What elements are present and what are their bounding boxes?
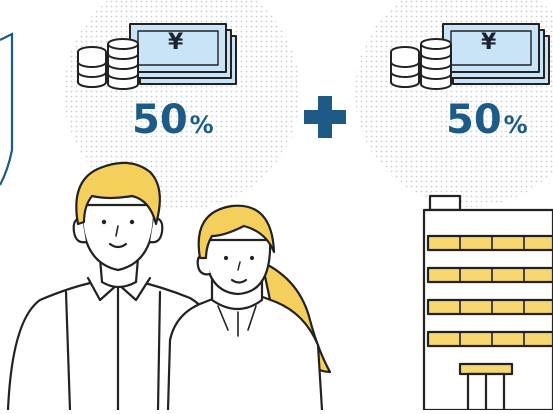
man-figure bbox=[6, 161, 216, 412]
money-icon-right bbox=[390, 23, 550, 90]
left-share-unit: % bbox=[189, 111, 214, 139]
right-share-value: 50 bbox=[446, 97, 502, 143]
woman-figure bbox=[166, 204, 332, 412]
money-icon-left bbox=[77, 23, 237, 90]
left-share-value: 50 bbox=[132, 97, 188, 143]
right-share-percent: 50% bbox=[446, 100, 528, 140]
yen-symbol-left: ¥ bbox=[168, 30, 184, 55]
shield-icon bbox=[0, 32, 14, 186]
building-icon bbox=[422, 194, 553, 412]
yen-symbol-right: ¥ bbox=[481, 30, 497, 55]
left-share-percent: 50% bbox=[132, 100, 214, 140]
right-share-unit: % bbox=[503, 111, 528, 139]
plus-icon bbox=[304, 96, 346, 138]
